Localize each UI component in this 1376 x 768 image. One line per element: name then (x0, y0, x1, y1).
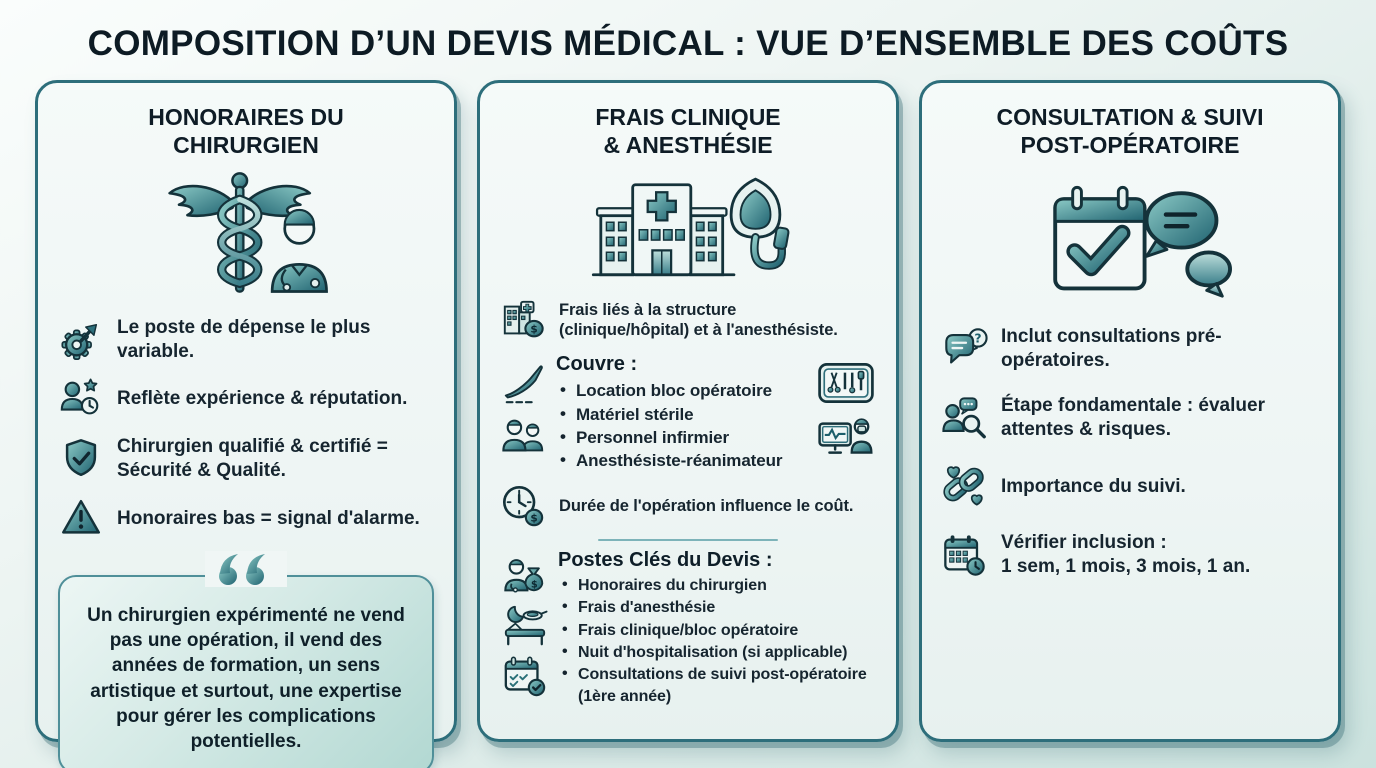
bullet-item: Frais clinique/bloc opératoire (558, 619, 876, 642)
cards-row: HONORAIRES DU CHIRURGIEN (0, 80, 1376, 768)
item-text: Honoraires bas = signal d'alarme. (117, 507, 420, 529)
card-title-line: POST-OPÉRATOIRE (1020, 132, 1240, 159)
bullet-item: Nuit d'hospitalisation (si applicable) (558, 641, 876, 664)
quote-text: Un chirurgien expérimenté ne vend pas un… (87, 605, 405, 752)
svg-text:$: $ (530, 324, 537, 336)
svg-text:?: ? (974, 330, 981, 345)
section-heading: Couvre : (556, 353, 638, 376)
list-item: Chirurgien qualifié & certifié = Sécurit… (58, 435, 434, 482)
card-title: FRAIS CLINIQUE & ANESTHÉSIE (500, 103, 876, 159)
card-clinic-anesthesia: FRAIS CLINIQUE & ANESTHÉSIE (477, 80, 899, 742)
key-items-section: $ (500, 549, 876, 707)
hospital-mask-icon (500, 165, 876, 287)
item-text: Chirurgien qualifié & certifié = Sécurit… (117, 436, 388, 481)
bullet-items: ? Inclut consultations pré-opératoires. (942, 325, 1318, 578)
covers-left-icons (500, 353, 548, 473)
bullet-list: Location bloc opératoire Matériel stéril… (556, 378, 808, 473)
gear-arrow-icon (58, 317, 104, 363)
list-item: $ Durée de l'opération influence le coût… (500, 483, 876, 529)
list-item: Étape fondamentale : évaluer attentes & … (942, 394, 1318, 441)
card-title: HONORAIRES DU CHIRURGIEN (58, 103, 434, 159)
card-title-line: FRAIS CLINIQUE (595, 104, 781, 130)
card-title-line: & ANESTHÉSIE (603, 132, 773, 159)
key-items-icons: $ (500, 549, 550, 707)
divider (598, 538, 778, 542)
calendar-check-icon (502, 653, 548, 704)
item-text: Le poste de dépense le plus variable. (117, 317, 371, 362)
card-surgeon-fees: HONORAIRES DU CHIRURGIEN (35, 80, 457, 768)
card-title-line: CHIRURGIEN (173, 132, 319, 159)
covers-content: Couvre : Location bloc opératoire Matéri… (556, 353, 808, 473)
monitor-doctor-icon (817, 411, 875, 466)
list-item: Importance du suivi. (942, 463, 1318, 509)
shield-check-icon (58, 436, 104, 482)
card-title: CONSULTATION & SUIVI POST-OPÉRATOIRE (942, 103, 1318, 159)
quote-box: Un chirurgien expérimenté ne vend pas un… (58, 551, 434, 768)
item-text: Inclut consultations pré-opératoires. (1001, 326, 1222, 371)
card-title-line: CONSULTATION & SUIVI (996, 104, 1264, 130)
clock-coin-icon: $ (500, 483, 546, 529)
page-title: COMPOSITION D’UN DEVIS MÉDICAL : VUE D’E… (87, 24, 1289, 63)
bullet-items: Le poste de dépense le plus variable. Re… (58, 316, 434, 541)
bullet-item: Consultations de suivi post-opératoire (… (558, 663, 876, 708)
bed-moon-icon (502, 603, 548, 652)
item-text-line: (clinique/hôpital) et à l'anesthésiste. (559, 321, 838, 340)
svg-text:$: $ (531, 579, 538, 590)
bullet-item: Honoraires du chirurgien (558, 574, 876, 597)
item-text-line: Frais liés à la structure (559, 300, 737, 319)
svg-text:$: $ (530, 512, 537, 524)
section-heading: Postes Clés du Devis : (558, 549, 773, 572)
calendar-chat-icon (942, 165, 1318, 303)
item-text: Importance du suivi. (1001, 475, 1186, 497)
item-text: Reflète expérience & réputation. (117, 388, 408, 410)
warning-triangle-icon (58, 495, 104, 541)
list-item: Vérifier inclusion : 1 sem, 1 mois, 3 mo… (942, 531, 1318, 578)
item-text: Durée de l'opération influence le coût. (559, 496, 854, 515)
caduceus-surgeon-icon (58, 165, 434, 303)
scalpel-icon (501, 361, 547, 412)
list-item: Le poste de dépense le plus variable. (58, 316, 434, 363)
list-item: Reflète expérience & réputation. (58, 376, 434, 422)
calendar-clock-icon (942, 532, 988, 578)
list-item: ? Inclut consultations pré-opératoires. (942, 325, 1318, 372)
bullet-item: Location bloc opératoire (556, 378, 808, 402)
chain-hearts-icon (942, 463, 988, 509)
chat-question-icon: ? (942, 326, 988, 372)
list-item: $ Frais liés à la structure (clinique/hô… (500, 297, 876, 343)
person-magnifier-icon (942, 395, 988, 441)
item-text-line: Vérifier inclusion : (1001, 532, 1167, 554)
item-text: Étape fondamentale : évaluer attentes & … (1001, 395, 1265, 440)
card-title-line: HONORAIRES DU (148, 104, 344, 130)
person-star-clock-icon (58, 376, 104, 422)
bullet-item: Frais d'anesthésie (558, 596, 876, 619)
card-consultation-followup: CONSULTATION & SUIVI POST-OPÉRATOIRE (919, 80, 1341, 742)
list-item: Honoraires bas = signal d'alarme. (58, 495, 434, 541)
bullet-item: Anesthésiste-réanimateur (556, 448, 808, 472)
item-text: Frais liés à la structure (clinique/hôpi… (559, 300, 838, 341)
bullet-item: Personnel infirmier (556, 425, 808, 449)
covers-right-icons (816, 353, 876, 473)
item-text: Vérifier inclusion : 1 sem, 1 mois, 3 mo… (1001, 531, 1250, 578)
double-quote-icon (205, 551, 287, 588)
hospital-coin-icon: $ (500, 297, 546, 343)
item-text-line: 1 sem, 1 mois, 3 mois, 1 an. (1001, 555, 1251, 577)
surgical-tools-icon (817, 360, 875, 411)
bullet-item: Matériel stérile (556, 402, 808, 426)
surgeon-moneybag-icon: $ (502, 554, 548, 603)
key-items-content: Postes Clés du Devis : Honoraires du chi… (558, 549, 876, 707)
covers-section: Couvre : Location bloc opératoire Matéri… (500, 353, 876, 473)
bullet-list: Honoraires du chirurgien Frais d'anesthé… (558, 574, 876, 708)
nurses-icon (501, 414, 547, 465)
